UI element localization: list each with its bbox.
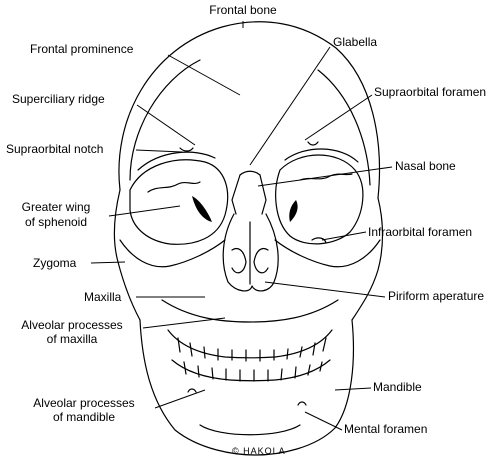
leader-infraorbital-foramen [321,231,367,241]
label-mental-foramen: Mental foramen [344,422,427,436]
leader-piriform-aperature [264,281,386,298]
artist-signature: © HAKOLA [232,446,286,456]
label-nasal-bone: Nasal bone [395,159,456,173]
leader-alveolar-mandible [154,389,206,409]
leader-supraorbital-notch [135,149,183,153]
leader-zygoma [90,261,126,264]
label-frontal-bone: Frontal bone [209,3,277,17]
label-supraorbital-notch: Supraorbital notch [6,142,103,156]
nasal-region [222,170,279,292]
leader-mental-foramen [304,411,343,431]
leader-superciliary-ridge [136,104,196,146]
label-mandible: Mandible [373,380,422,394]
label-alveolar-mandible-line1: Alveolar processes [33,396,134,410]
label-maxilla: Maxilla [84,290,122,304]
label-alveolar-maxilla-line1: Alveolar processes [21,318,122,332]
label-alveolar-maxilla-line2: of maxilla [47,332,98,346]
leader-supraorbital-foramen [304,94,373,141]
leader-greater-wing [108,205,181,217]
orbits [129,141,364,245]
leader-alveolar-maxilla [142,317,226,329]
label-supraorbital-foramen: Supraorbital foramen [374,85,486,99]
teeth [167,329,333,382]
label-glabella: Glabella [333,35,377,49]
mandible-details [187,388,307,436]
leader-nasal-bone [257,166,393,187]
label-frontal-prominence: Frontal prominence [30,42,134,56]
leader-frontal-prominence [167,54,241,96]
leader-mandible [334,387,372,391]
label-zygoma: Zygoma [33,256,77,270]
label-infraorbital-foramen: Infraorbital foramen [368,225,472,239]
labels: Frontal bone Frontal prominence Glabella… [6,3,486,436]
zygoma-maxilla [119,237,381,323]
leader-glabella [249,46,331,166]
label-superciliary-ridge: Superciliary ridge [12,92,105,106]
label-greater-wing-line1: Greater wing [22,200,91,214]
leader-lines [90,21,393,431]
label-alveolar-mandible-line2: of mandible [53,410,115,424]
label-piriform-aperature: Piriform aperature [388,289,484,303]
label-greater-wing-line2: of sphenoid [25,215,87,229]
